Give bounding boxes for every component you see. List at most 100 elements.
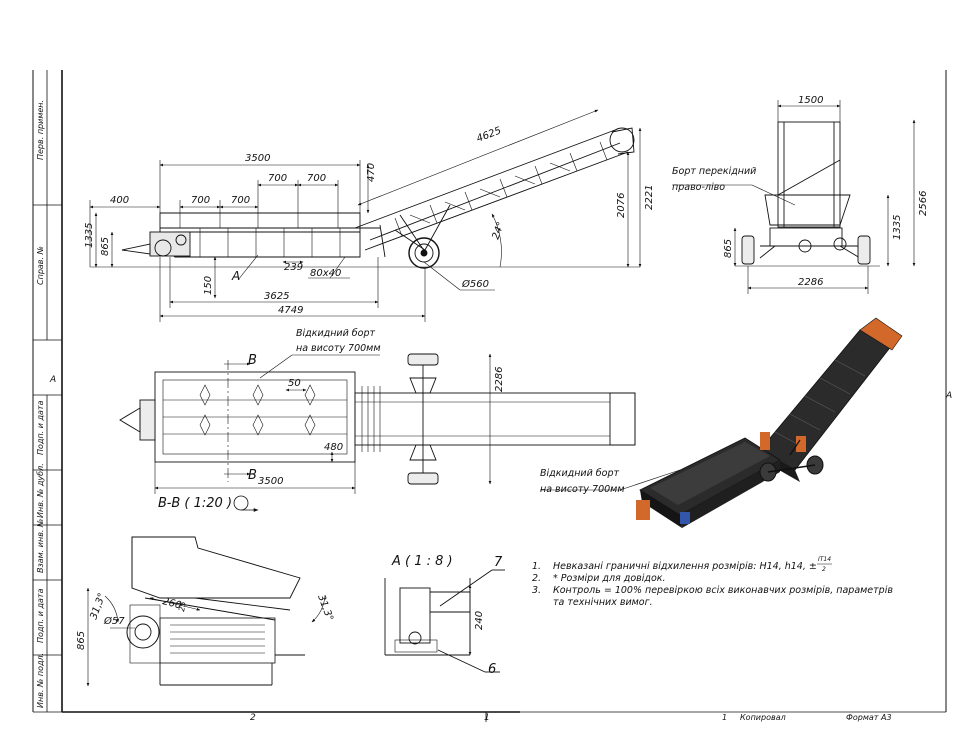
side-hitch (121, 243, 151, 255)
dim-865-end: 865 (723, 239, 734, 258)
dim-d560: Ø560 (461, 278, 489, 290)
detail-a-title: A ( 1 : 8 ) (391, 554, 453, 569)
dim-700-a: 700 (268, 173, 287, 184)
zone-mark-left: А (49, 375, 56, 385)
iso-label-line1: Відкидний борт (540, 468, 619, 479)
iso-head (859, 317, 903, 351)
section-bb-title: B-B ( 1:20 ) (158, 495, 259, 512)
dim-2566: 2566 (918, 191, 929, 216)
dim-80x40: 80x40 (310, 268, 341, 279)
side-view-dim-texts: 4625 3500 470 700 700 700 700 400 1335 8… (84, 125, 655, 316)
end-view-dimensions (672, 100, 916, 294)
sheet-frame (32, 70, 947, 722)
section-mark-b-top: B (248, 353, 257, 368)
end-wheel-left (741, 235, 755, 265)
dim-240: 240 (474, 611, 485, 630)
iso-boom (759, 329, 893, 471)
dim-260: 260 (161, 596, 182, 611)
plan-view-texts: Відкидний борт на висоту 700мм 2286 50 4… (248, 328, 625, 495)
plan-hitch (119, 407, 141, 433)
dim-d57: Ø57 (103, 615, 125, 627)
dim-1500: 1500 (798, 95, 823, 106)
dim-angle: 24° (490, 221, 506, 241)
section-roller (126, 615, 160, 649)
dim-400: 400 (110, 195, 129, 206)
dim-1335-end: 1335 (892, 215, 903, 240)
note-1-frac-top: IT14 (818, 556, 831, 563)
plan-wheel-bottom (407, 472, 439, 485)
detail-a (384, 569, 505, 673)
dim-31-3-right: 31,3° (315, 593, 335, 622)
stamp-labels: Перв. примен. Справ. № Подп. и дата Инв.… (36, 100, 45, 708)
dim-865: 865 (100, 237, 111, 256)
dim-865-section: 865 (76, 631, 87, 650)
end-label-line1: Борт перекідний (672, 166, 756, 177)
side-wheel (408, 237, 440, 269)
zone-mark-2: 2 (250, 713, 256, 723)
dim-3500: 3500 (245, 153, 270, 164)
note-1-num: 1. (532, 561, 541, 572)
section-bb-texts: 865 Ø57 260 31,3° 31,3° 25 (76, 592, 335, 650)
zone-mark-right: А (945, 391, 952, 401)
dim-480: 480 (324, 442, 343, 453)
end-view-texts: 1500 2566 1335 865 2286 Борт перекідний … (672, 95, 929, 288)
plan-boom (354, 392, 636, 446)
dim-470: 470 (366, 163, 377, 182)
stamp-label-inv-dubl: Инв. № дубл. (36, 463, 45, 518)
detail-pos-6: 6 (488, 662, 496, 677)
dim-3500-plan: 3500 (258, 476, 283, 487)
section-bb (126, 536, 305, 686)
dim-4749: 4749 (278, 305, 303, 316)
section-bb-title-text: B-B ( 1:20 ) (158, 496, 232, 511)
side-support-frame (379, 204, 451, 258)
detail-pos-7: 7 (494, 555, 503, 570)
dim-150: 150 (203, 276, 214, 295)
title-format: Формат А3 (846, 713, 892, 722)
stamp-label-podp1: Подп. и дата (36, 400, 45, 455)
plan-view (119, 353, 636, 485)
dim-1335: 1335 (84, 223, 95, 248)
side-head-drum (609, 127, 635, 153)
note-2-num: 2. (532, 573, 541, 584)
plan-motor (139, 399, 156, 441)
detail-a-texts: A ( 1 : 8 ) 7 6 240 (391, 554, 503, 677)
section-hopper (131, 536, 301, 599)
dim-700-d: 700 (231, 195, 250, 206)
note-1: Невказані граничні відхилення розмірів: … (553, 561, 817, 572)
end-label-line2: право-ліво (672, 182, 725, 193)
iso-view (636, 317, 903, 528)
note-3-line1: Контроль = 100% перевіркою всіх виконавч… (553, 585, 893, 596)
note-2: * Розміри для довідок. (553, 573, 666, 584)
side-view-dimensions (89, 109, 642, 322)
dim-2286-end: 2286 (798, 277, 823, 288)
title-sheet-num: 1 (722, 713, 727, 722)
end-view (735, 121, 880, 267)
detail-pin (408, 631, 422, 645)
stamp-label-podp2: Подп. и дата (36, 588, 45, 643)
note-1-frac-bot: 2 (822, 566, 826, 573)
plan-wheel-top (407, 353, 439, 366)
dim-2286-plan: 2286 (494, 367, 505, 392)
dim-2076: 2076 (616, 193, 627, 218)
dim-25: 25 (177, 601, 188, 613)
stamp-label-inv-podl: Инв. № подл. (36, 653, 45, 708)
note-3-num: 3. (532, 585, 541, 596)
stamp-label-sprav: Справ. № (36, 246, 45, 285)
plan-view-dimensions (154, 353, 681, 494)
zone-mark-1: 1 (484, 713, 490, 723)
stamp-label-perv: Перв. примен. (36, 100, 45, 160)
view-mark-a: A (231, 269, 240, 283)
iso-label-line2: на висоту 700мм (540, 484, 625, 495)
dim-700-b: 700 (307, 173, 326, 184)
dim-700-c: 700 (191, 195, 210, 206)
dim-3625: 3625 (264, 291, 289, 302)
dim-239: 239 (284, 262, 303, 273)
section-bb-dimensions (86, 587, 326, 687)
section-mark-b-bottom: B (248, 468, 257, 483)
note-3-line2: та технічних вимог. (553, 597, 653, 608)
technical-notes: 1. Невказані граничні відхилення розмірі… (532, 556, 893, 608)
dim-50: 50 (288, 378, 301, 389)
end-hopper (764, 194, 851, 226)
stamp-label-vzam: Взам. инв. № (36, 519, 45, 573)
